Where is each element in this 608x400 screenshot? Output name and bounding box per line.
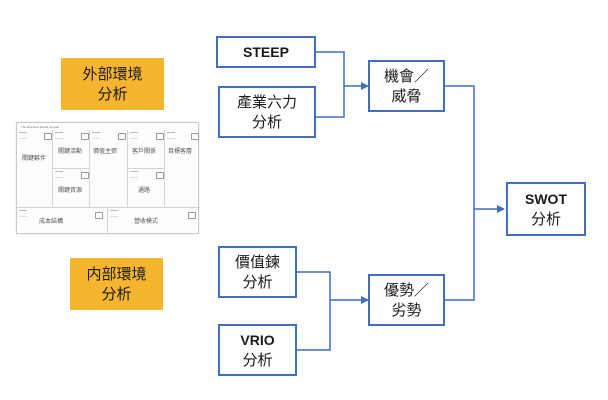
vrio-box: VRIO 分析 (218, 324, 297, 376)
opportunity-threat-box: 機會／ 威脅 (368, 60, 445, 112)
value-chain-box: 價值鍊 分析 (218, 246, 297, 298)
canvas-cell-customer-relationships: 客戶關係 (128, 130, 165, 169)
canvas-cell-label: 關鍵夥伴 (22, 155, 47, 162)
internal-analysis-label: 内部環境 分析 (70, 258, 163, 310)
canvas-cell-key-resources: 關鍵資源 (53, 169, 90, 208)
canvas-title: The Business Model Canvas (21, 125, 60, 129)
external-label-line1: 外部環境 (82, 65, 143, 83)
industry-label-line2: 分析 (251, 113, 282, 131)
steep-box: STEEP (216, 36, 316, 68)
canvas-cell-label: 營收模式 (134, 218, 159, 225)
swot-label-line1: SWOT (525, 191, 567, 207)
line-merge (445, 85, 475, 301)
opportunity-label-line2: 威脅 (391, 87, 422, 105)
canvas-cell-cost-structure: 成本結構 (17, 208, 108, 235)
strength-weakness-box: 優勢／ 劣勢 (368, 274, 445, 326)
external-analysis-label: 外部環境 分析 (61, 58, 164, 110)
internal-label-line1: 内部環境 (86, 265, 147, 283)
canvas-cell-label: 關鍵資源 (58, 187, 83, 194)
line-valuechain (297, 271, 331, 351)
business-model-canvas-image: The Business Model Canvas 關鍵夥伴 關鍵活動 關鍵資源… (16, 122, 200, 235)
canvas-cell-label: 目標客層 (168, 148, 193, 155)
value-chain-label-line1: 價值鍊 (234, 253, 280, 271)
industry-label-line1: 產業六力 (236, 93, 297, 111)
strength-label-line1: 優勢／ (383, 281, 429, 299)
canvas-cell-customer-segments: 目標客層 (165, 130, 200, 208)
canvas-cell-channels: 通路 (128, 169, 165, 208)
canvas-cell-key-activities: 關鍵活動 (53, 130, 90, 169)
canvas-cell-label: 價值主張 (93, 148, 118, 155)
vrio-label-line1: VRIO (240, 332, 275, 348)
canvas-cell-label: 客戶關係 (132, 148, 157, 155)
canvas-cell-label: 通路 (138, 187, 151, 194)
strength-label-line2: 劣勢 (391, 301, 422, 319)
internal-label-line2: 分析 (101, 285, 132, 303)
canvas-cell-key-partners: 關鍵夥伴 (17, 130, 53, 208)
swot-box: SWOT 分析 (506, 182, 586, 236)
vrio-label-line2: 分析 (242, 351, 273, 369)
canvas-cell-value-proposition: 價值主張 (90, 130, 128, 208)
steep-label: STEEP (243, 44, 289, 60)
industry-forces-box: 產業六力 分析 (218, 86, 316, 138)
opportunity-label-line1: 機會／ (383, 67, 429, 85)
value-chain-label-line2: 分析 (242, 273, 273, 291)
swot-label-line2: 分析 (530, 210, 561, 228)
canvas-cell-revenue-streams: 營收模式 (108, 208, 200, 235)
line-steep (316, 51, 345, 118)
external-label-line2: 分析 (97, 85, 128, 103)
canvas-cell-label: 成本結構 (39, 218, 64, 225)
canvas-cell-label: 關鍵活動 (58, 148, 83, 155)
